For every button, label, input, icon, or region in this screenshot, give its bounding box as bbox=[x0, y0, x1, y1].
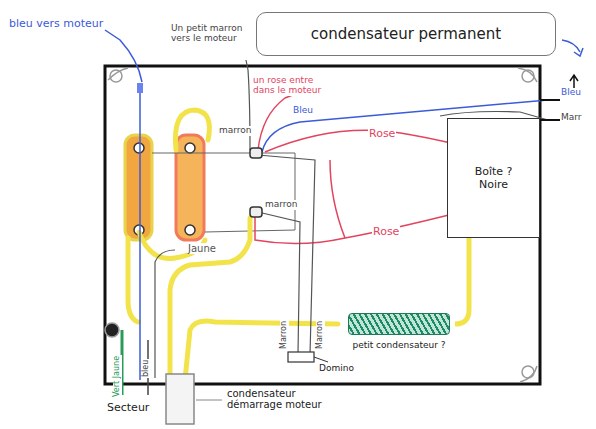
wire-label: Marron bbox=[280, 320, 289, 350]
wire-label: Un petit marron vers le moteur bbox=[170, 24, 254, 44]
resistor-symbol bbox=[125, 135, 152, 240]
wire-label: marron bbox=[264, 200, 299, 210]
wire-label: un rose entre dans le moteur bbox=[252, 76, 324, 96]
capacitor-body bbox=[348, 313, 450, 335]
board-outline bbox=[105, 66, 540, 384]
wire-label: bleu vers moteur bbox=[8, 18, 104, 30]
wire-label: Marron bbox=[316, 320, 325, 350]
resistor-symbol bbox=[176, 135, 204, 240]
wire-label: Jaune bbox=[187, 243, 217, 254]
wire-label: Vert Jaune bbox=[113, 355, 122, 398]
wire-label: Bleu bbox=[560, 88, 582, 98]
wire-label: Bleu bbox=[292, 106, 314, 116]
blue-wire bbox=[105, 30, 548, 380]
wire-label: bleu bbox=[142, 359, 151, 378]
wire-label: Domino bbox=[318, 364, 355, 374]
capacitor-box: condensateur permanent bbox=[256, 12, 556, 56]
small-capacitor: petit condensateur ? bbox=[336, 313, 462, 358]
wire-label: Marr bbox=[560, 113, 583, 123]
wire-label: condensateur démarrage moteur bbox=[226, 388, 328, 410]
node-text: Boîte ? Noire bbox=[468, 165, 520, 191]
wire-label: Secteur bbox=[106, 402, 150, 414]
wire-label: Rose bbox=[368, 128, 396, 140]
domino bbox=[288, 352, 314, 362]
node-text: petit condensateur ? bbox=[336, 340, 462, 351]
wire-label: Rose bbox=[372, 226, 400, 238]
node-text: condensateur permanent bbox=[311, 25, 501, 43]
start-capacitor bbox=[166, 374, 194, 424]
brown-wire bbox=[155, 60, 548, 378]
yellow-wire bbox=[455, 238, 469, 324]
wire-label: marron bbox=[218, 126, 253, 136]
black-box: Boîte ? Noire bbox=[447, 118, 540, 238]
